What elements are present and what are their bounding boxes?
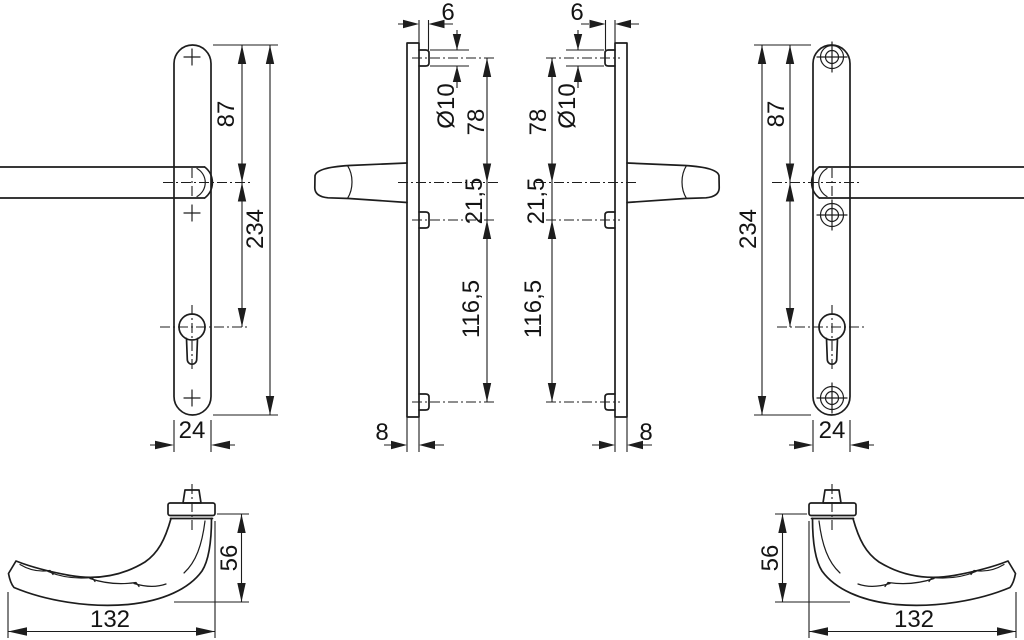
dim-label-87: 87 [763, 101, 790, 128]
front-right-view: 87 234 24 [735, 41, 1024, 452]
lever-profile [313, 162, 408, 204]
top-lug [418, 49, 430, 67]
centerlines [398, 57, 501, 403]
dim-label-d10: Ø10 [554, 83, 581, 128]
side-right-view: 6 Ø10 78 21,5 116,5 8 [520, 0, 721, 452]
centerlines [536, 57, 636, 403]
screw-cross-mid [183, 204, 201, 222]
dim-label-132: 132 [90, 606, 130, 633]
lever-grip-outline [811, 517, 1017, 607]
dim-label-21-5: 21,5 [461, 178, 488, 225]
lever-bar [818, 166, 1024, 199]
dim-label-132: 132 [894, 606, 934, 633]
dim-label-8: 8 [639, 419, 652, 446]
top-view-left-lever: 56 132 [7, 484, 249, 638]
dim-label-6: 6 [570, 0, 583, 26]
side-left-view: 6 Ø10 78 21,5 116,5 8 [313, 0, 501, 452]
centerlines [772, 168, 864, 372]
dim-label-24: 24 [819, 417, 846, 444]
lever-end-cap-line [346, 165, 353, 199]
screw-head-bottom [816, 382, 848, 414]
screw-cross-top [183, 48, 201, 66]
finger-groove-scallops [857, 563, 1005, 588]
centerlines [160, 168, 252, 372]
dim-label-56: 56 [757, 545, 784, 572]
hub-inner-arc [818, 167, 828, 198]
dim-label-24: 24 [179, 417, 206, 444]
lever-end-cap-line [681, 165, 688, 199]
dimension-lines [7, 513, 249, 638]
dim-label-78: 78 [525, 109, 552, 136]
screw-cross-bottom [183, 389, 201, 407]
mid-lug [418, 211, 430, 229]
dimension-lines [775, 513, 1017, 638]
dim-label-234: 234 [735, 209, 762, 249]
bottom-lug [418, 393, 430, 411]
dim-label-8: 8 [375, 419, 388, 446]
dim-label-78: 78 [463, 109, 490, 136]
top-view-right-lever: 56 132 [757, 484, 1017, 638]
dim-label-56: 56 [216, 545, 243, 572]
dim-label-21-5: 21,5 [523, 178, 550, 225]
screw-head-top [816, 41, 848, 73]
dim-label-d10: Ø10 [433, 83, 460, 128]
screw-head-mid [816, 199, 848, 231]
backplate-outline [173, 44, 212, 416]
lever-grip-outline [7, 517, 213, 607]
plate-profile [614, 42, 628, 418]
dim-label-234: 234 [242, 209, 269, 249]
dim-label-116-5: 116,5 [520, 280, 547, 338]
neck-inner-line [818, 520, 841, 574]
dim-label-6: 6 [441, 0, 454, 26]
plate-profile [406, 42, 420, 418]
dim-label-87: 87 [213, 101, 240, 128]
front-left-view: 87 234 24 [0, 44, 278, 452]
lever-bar [0, 166, 206, 199]
finger-groove-scallops [19, 563, 167, 588]
neck-inner-line [183, 520, 206, 574]
lever-profile [626, 162, 721, 204]
dim-label-116-5: 116,5 [458, 280, 485, 338]
